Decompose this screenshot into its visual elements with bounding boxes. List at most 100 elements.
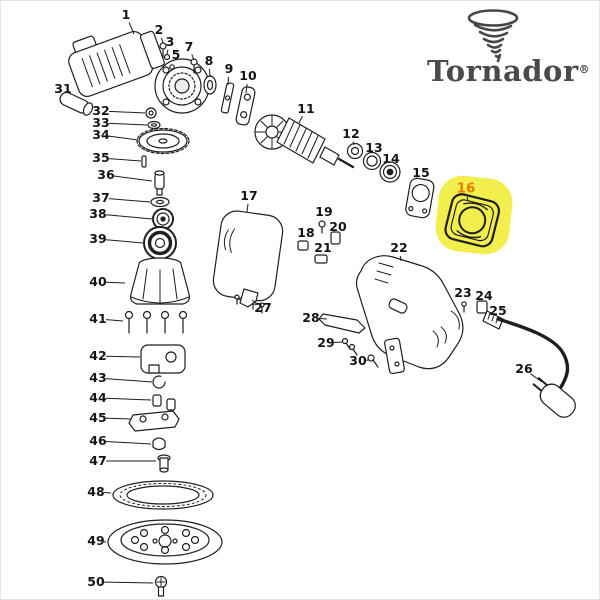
part-label-9[interactable]: 9: [224, 60, 234, 76]
leader-line-46: [105, 440, 152, 445]
leader-line-7: [191, 54, 195, 61]
part-label-17[interactable]: 17: [240, 187, 258, 203]
part-label-37[interactable]: 37: [92, 189, 110, 205]
leader-line-42: [105, 355, 141, 358]
washer-33-art: [147, 120, 161, 130]
power-cord-26-art: [496, 317, 576, 418]
part-label-7[interactable]: 7: [184, 38, 194, 54]
part-label-15[interactable]: 15: [412, 164, 430, 180]
counterweight-42-art: [140, 344, 186, 374]
part-label-26[interactable]: 26: [515, 360, 533, 376]
part-label-34[interactable]: 34: [92, 126, 110, 142]
clamp-plate-45-art: [128, 410, 180, 432]
part-label-8[interactable]: 8: [204, 52, 214, 68]
part-label-3[interactable]: 3: [165, 33, 175, 49]
part-label-16[interactable]: 16: [456, 180, 476, 197]
part-label-38[interactable]: 38: [89, 205, 107, 221]
part-label-31[interactable]: 31: [54, 80, 72, 96]
bearing-12-art: [346, 142, 364, 160]
part-label-21[interactable]: 21: [314, 239, 332, 255]
nut-32-art: [145, 107, 157, 119]
part-label-40[interactable]: 40: [89, 273, 107, 289]
part-label-43[interactable]: 43: [89, 369, 107, 385]
gasket-9-art: [220, 82, 235, 114]
clip-46-art: [152, 437, 166, 451]
part-label-11[interactable]: 11: [297, 100, 315, 116]
part-label-12[interactable]: 12: [342, 125, 360, 141]
part-label-14[interactable]: 14: [382, 150, 400, 166]
bracket-27-art: [234, 288, 259, 308]
pin-35-art: [141, 155, 147, 168]
part-label-36[interactable]: 36: [97, 166, 115, 182]
part-label-29[interactable]: 29: [317, 334, 335, 350]
part-label-35[interactable]: 35: [92, 149, 110, 165]
part-label-41[interactable]: 41: [89, 310, 107, 326]
motor-housing-art: [68, 30, 165, 98]
part-label-19[interactable]: 19: [315, 203, 333, 219]
part-label-23[interactable]: 23: [454, 284, 472, 300]
part-label-50[interactable]: 50: [87, 573, 105, 589]
cushion-ring-48-art: [112, 480, 214, 510]
leader-line-43: [105, 378, 153, 383]
part-label-22[interactable]: 22: [390, 239, 408, 255]
part-label-5[interactable]: 5: [171, 46, 181, 62]
pinion-38-art: [152, 208, 174, 230]
leader-lines: [103, 22, 543, 584]
leader-line-16: [466, 196, 469, 202]
part-label-13[interactable]: 13: [365, 139, 383, 155]
screw-30-art: [367, 337, 405, 375]
brand-name: Tornador: [427, 54, 579, 88]
side-pin-31-art: [59, 91, 94, 116]
leader-line-8: [208, 68, 211, 78]
ring-13-art: [362, 151, 382, 171]
leader-line-40: [105, 281, 126, 284]
part-label-39[interactable]: 39: [89, 230, 107, 246]
part-label-30[interactable]: 30: [349, 352, 367, 368]
part-label-27[interactable]: 27: [254, 299, 272, 315]
main-body-22-art: [355, 255, 464, 370]
leader-line-12: [352, 141, 355, 146]
leader-line-27: [251, 299, 257, 304]
part-label-18[interactable]: 18: [297, 224, 315, 240]
leader-line-38: [105, 214, 153, 220]
part-label-42[interactable]: 42: [89, 347, 107, 363]
leader-line-3: [166, 49, 169, 55]
bearing-plate-10-art: [235, 86, 256, 126]
part-label-32[interactable]: 32: [92, 102, 110, 118]
leader-line-36: [113, 175, 153, 182]
bearing-14-art: [379, 161, 401, 183]
leader-line-29: [333, 341, 343, 344]
part-label-28[interactable]: 28: [302, 309, 320, 325]
part-label-48[interactable]: 48: [87, 483, 105, 499]
leader-line-45: [105, 417, 132, 420]
part-label-47[interactable]: 47: [89, 452, 107, 468]
part-label-1[interactable]: 1: [121, 6, 131, 22]
part-label-45[interactable]: 45: [89, 409, 107, 425]
part-label-10[interactable]: 10: [239, 67, 257, 83]
leader-line-9: [227, 76, 230, 86]
leader-line-39: [105, 239, 144, 244]
registered-mark: ®: [578, 63, 591, 76]
leader-line-34: [108, 135, 139, 141]
sleeve-24-art: [476, 300, 488, 314]
bushings-44-art: [152, 394, 176, 411]
part-label-33[interactable]: 33: [92, 114, 110, 130]
part-label-46[interactable]: 46: [89, 432, 107, 448]
leader-line-10: [245, 83, 248, 94]
lever-28-art: [318, 313, 366, 334]
part-label-49[interactable]: 49: [87, 532, 105, 548]
leader-line-32: [108, 110, 146, 114]
part-label-25[interactable]: 25: [489, 302, 507, 318]
bearing-39-art: [143, 226, 177, 260]
washer-3-art: [163, 53, 171, 61]
part-label-44[interactable]: 44: [89, 389, 107, 405]
circlip-43-art: [152, 375, 166, 389]
part-label-20[interactable]: 20: [329, 218, 347, 234]
part-label-2[interactable]: 2: [154, 21, 164, 37]
stator-16-art[interactable]: [443, 192, 501, 248]
part-label-24[interactable]: 24: [475, 287, 493, 303]
screws-29-art: [341, 337, 358, 356]
clamp-23-art: [461, 301, 467, 313]
leader-line-33: [108, 122, 148, 126]
